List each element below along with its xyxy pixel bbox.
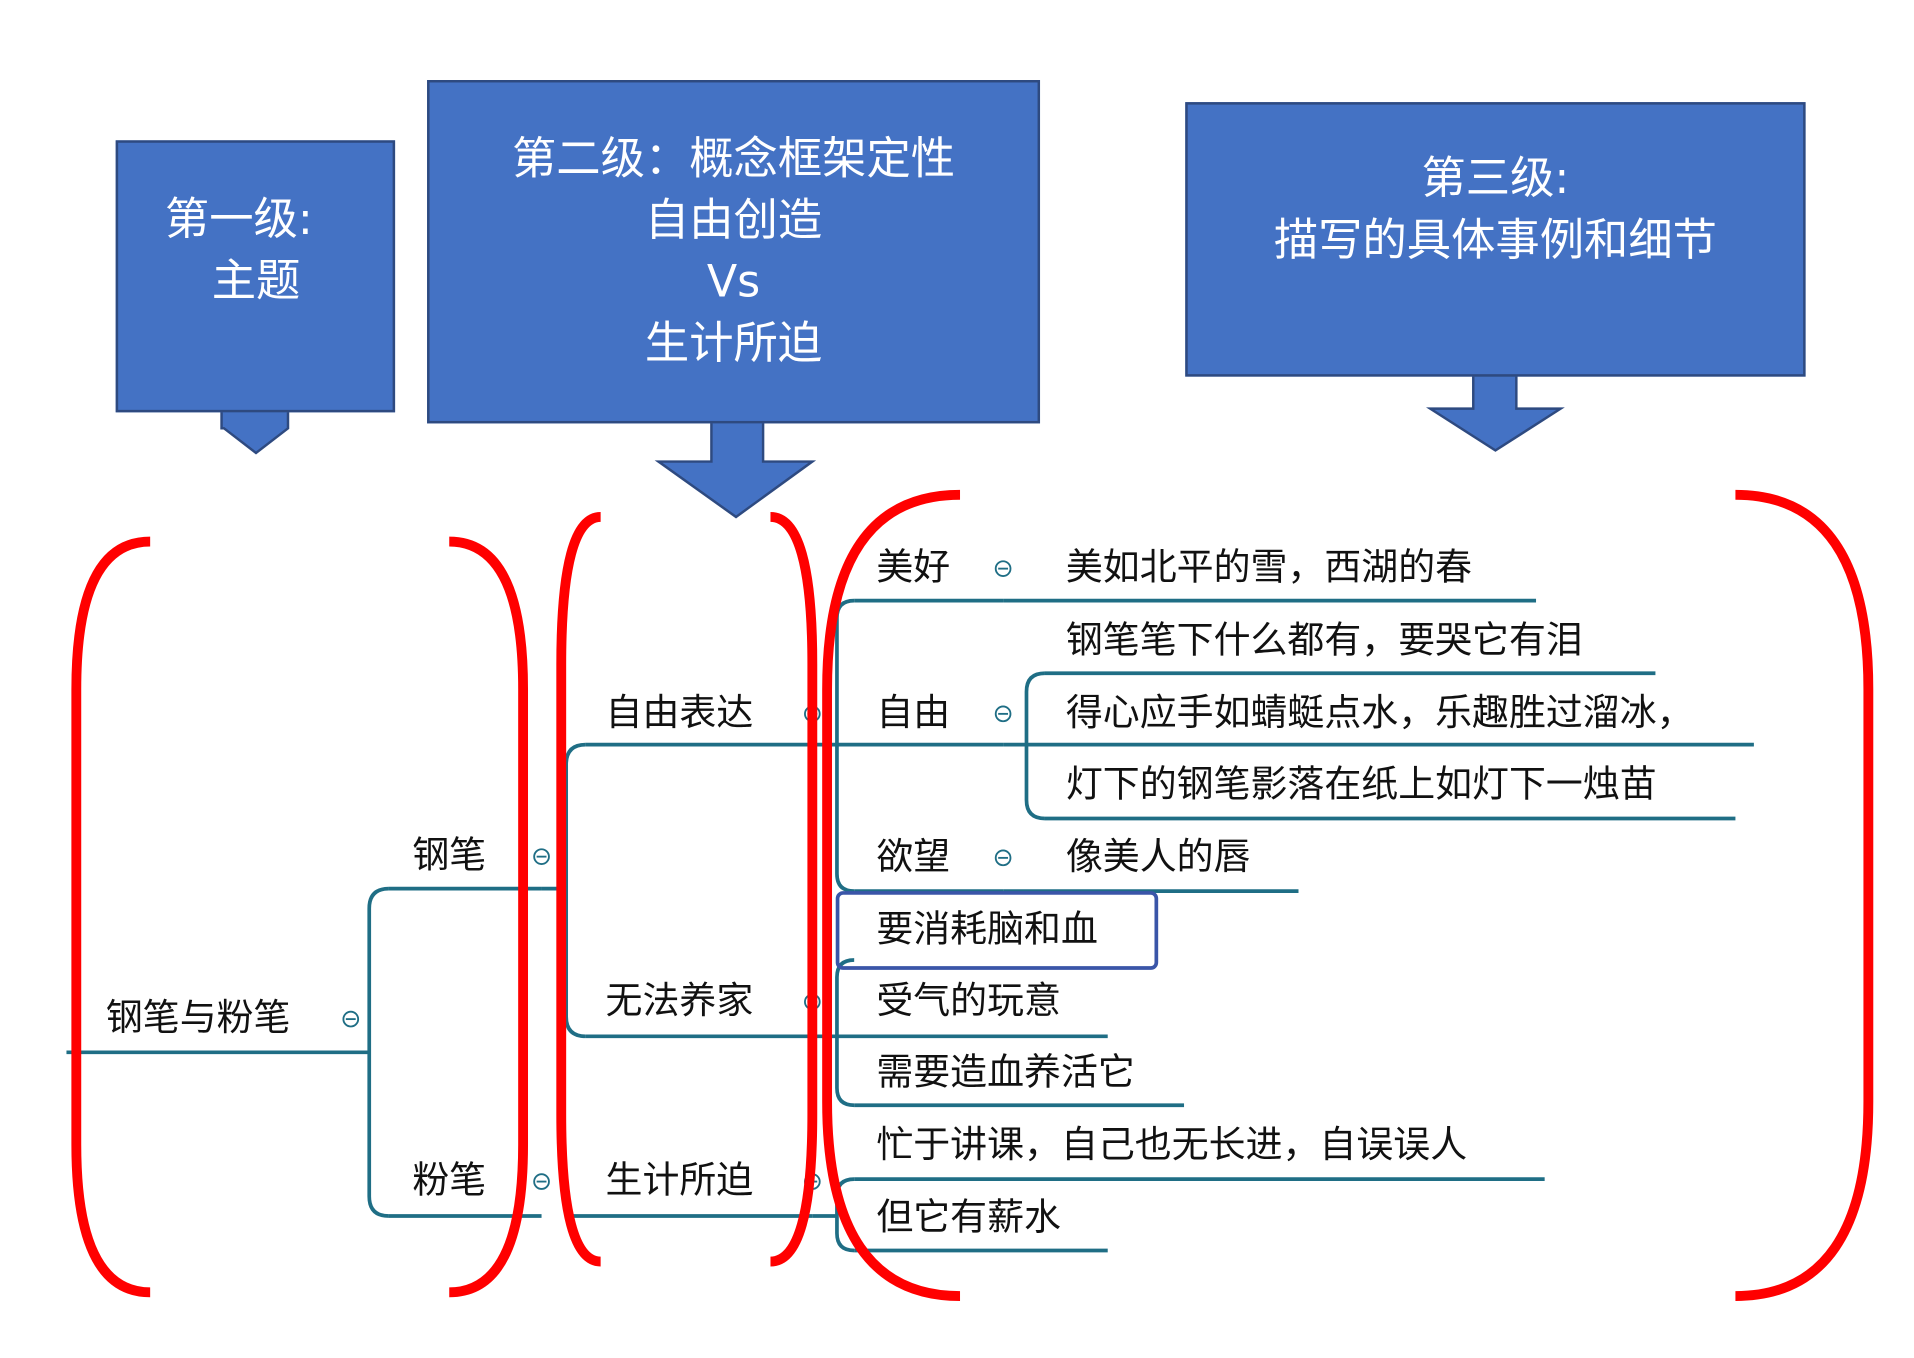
highlight-box <box>835 891 1159 970</box>
cannot-support-connector <box>835 958 855 1108</box>
level2-header-line4: 生计所迫 <box>644 318 823 370</box>
level2-arrow <box>654 419 817 519</box>
bracket-level3-left <box>822 489 961 1301</box>
freedom-detail-node-2: 得心应手如蜻蜓点水，乐趣胜过溜冰， <box>1065 691 1694 735</box>
level1-header-line1: 第一级: <box>164 194 313 245</box>
tree-connectors <box>66 598 1754 1253</box>
level2-header-line2: 自由创造 <box>644 195 823 247</box>
red-brackets <box>71 489 1874 1301</box>
livelihood-node: 生计所迫 <box>605 1159 754 1203</box>
chalk-node: 粉笔 <box>412 1159 487 1203</box>
freedom-detail-node-1: 钢笔笔下什么都有，要哭它有泪 <box>1065 619 1583 663</box>
cannot-support-node: 无法养家 <box>605 979 754 1023</box>
bracket-level3-right <box>1735 489 1874 1301</box>
level2-header-line1: 第二级：概念框架定性 <box>511 134 956 185</box>
bracket-level1-right <box>449 536 529 1298</box>
level3-arrow <box>1425 374 1565 452</box>
freedom-node: 自由 <box>876 691 951 735</box>
bracket-level1-left <box>71 536 151 1298</box>
beauty-node: 美好 <box>876 546 951 590</box>
level3-header-line2: 描写的具体事例和细节 <box>1273 215 1717 266</box>
livelihood-node-2: 但它有薪水 <box>876 1196 1061 1240</box>
pen-branch-connector <box>564 742 586 1039</box>
root-branch-connector <box>367 886 390 1218</box>
livelihood-node-1: 忙于讲课，自己也无长进，自误误人 <box>876 1123 1468 1167</box>
desire-node: 欲望 <box>876 835 951 879</box>
desire-detail-node: 像美人的唇 <box>1065 835 1251 879</box>
root-node: 钢笔与粉笔 <box>105 996 291 1041</box>
freedom-detail-node-3: 灯下的钢笔影落在纸上如灯下一烛苗 <box>1065 763 1657 807</box>
bracket-level2-left <box>556 512 602 1267</box>
bracket-level2-right <box>769 512 818 1267</box>
level1-arrow <box>220 408 290 455</box>
level1-header: 第一级: 主题 <box>115 140 396 413</box>
free-expression-node: 自由表达 <box>605 691 754 735</box>
support-node-2: 受气的玩意 <box>876 979 1061 1023</box>
header-arrows <box>220 374 1565 519</box>
level2-header: 第二级：概念框架定性 自由创造 Vs 生计所迫 <box>427 80 1041 424</box>
level1-header-line2: 主题 <box>211 256 301 307</box>
support-node-3: 需要造血养活它 <box>876 1051 1135 1095</box>
level2-header-line3: Vs <box>706 257 761 308</box>
level3-header-line1: 第三级: <box>1421 153 1570 205</box>
pen-node: 钢笔 <box>412 834 487 878</box>
level3-header: 第三级: 描写的具体事例和细节 <box>1185 102 1806 377</box>
beauty-detail-node: 美如北平的雪，西湖的春 <box>1065 546 1473 590</box>
support-node-1: 要消耗脑和血 <box>876 908 1098 952</box>
